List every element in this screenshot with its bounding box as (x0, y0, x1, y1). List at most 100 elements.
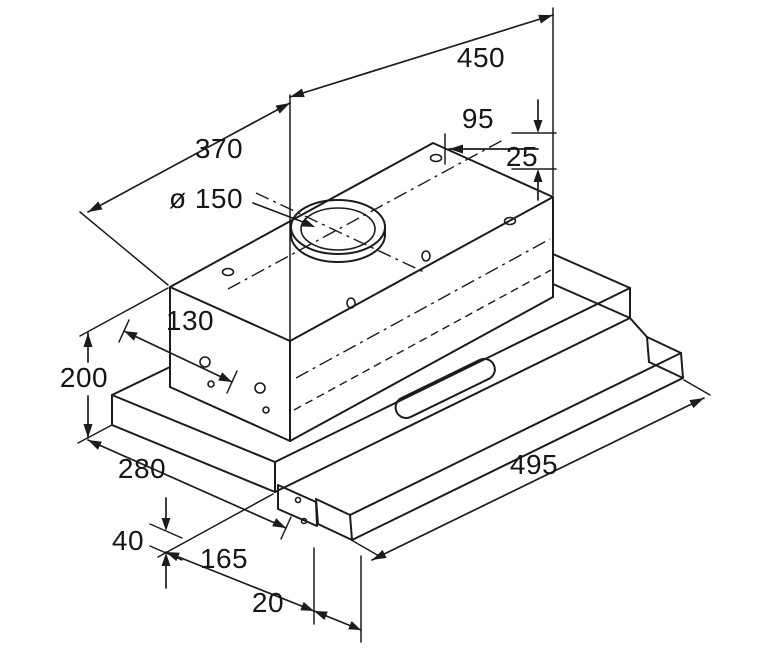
visor-top-band-edge (629, 317, 648, 338)
arrowhead (290, 88, 305, 98)
arrowhead (124, 331, 138, 341)
arrowhead (372, 549, 387, 560)
dim-40-label: 40 (112, 525, 144, 556)
visor-left-vertical-edge (349, 514, 353, 541)
screw (300, 517, 308, 525)
arrowhead (301, 218, 315, 227)
handle-recess (394, 357, 496, 420)
chassis-right-bottom-edge (289, 296, 554, 442)
visor-right-vertical-edge (680, 352, 684, 379)
arrowhead (83, 333, 93, 347)
visor-right-back-top-edge (646, 336, 682, 354)
chassis-fold-centerline (295, 238, 551, 379)
dimension-line (87, 102, 291, 213)
duct-collar (290, 199, 386, 263)
visor-front-bottom-edge (351, 377, 684, 541)
screw (294, 496, 302, 504)
dimension-line (123, 330, 233, 383)
arrowhead (538, 14, 553, 24)
base-left-bottom-edge (111, 424, 276, 493)
dim-200-label: 200 (60, 362, 108, 393)
dimensions: 450 370 95 25 (60, 7, 711, 643)
duct-centerline-cross (255, 192, 427, 274)
duct-opening (300, 207, 376, 251)
mounting-hole (429, 153, 443, 163)
chassis-hidden-edge (293, 269, 552, 411)
extension-line (79, 287, 169, 337)
dim-165-label: 165 (200, 543, 248, 574)
mounting-hole (346, 297, 356, 309)
hood-body (111, 139, 684, 541)
arrowhead (449, 144, 463, 154)
arrowhead (348, 621, 361, 630)
base-front-left-top-edge (111, 394, 276, 463)
keyhole-slot (199, 356, 211, 368)
dimension-diameter-150: ø 150 (169, 183, 315, 227)
base-back-left-edge (111, 366, 171, 396)
visor-left-back-top-edge (315, 498, 351, 516)
arrowhead (272, 518, 286, 528)
dim-95-label: 95 (462, 103, 494, 134)
dimension-20: 20 (252, 555, 362, 643)
dimension-line (165, 551, 315, 612)
dimension-40: 40 (112, 497, 183, 589)
dimension-95: 95 (444, 103, 539, 165)
pullout-visor (315, 317, 684, 541)
chassis-housing (169, 139, 554, 442)
telescopic-step (277, 484, 318, 527)
arrowhead (300, 601, 314, 611)
dimension-25: 25 (506, 99, 557, 201)
dim-450-label: 450 (457, 42, 505, 73)
mounting-hole (503, 216, 517, 226)
dimension-450: 450 (289, 7, 554, 342)
arrowhead (275, 103, 290, 114)
visor-right-back-vertical (646, 336, 650, 363)
dim-280-label: 280 (118, 453, 166, 484)
extension-line (352, 540, 380, 557)
dim-20-label: 20 (252, 587, 284, 618)
arrowhead (166, 552, 180, 562)
extension-line (77, 424, 113, 444)
arrowhead (314, 611, 328, 620)
chassis-left-bottom-edge (169, 386, 291, 442)
mounting-hole (421, 250, 431, 262)
duct-collar-base-arc (290, 234, 386, 263)
base-right-end-bottom-edge (552, 283, 631, 319)
arrowhead (689, 398, 704, 409)
dimension-line (371, 397, 705, 561)
dimension-370: 370 (79, 102, 291, 286)
arrowhead (88, 440, 102, 450)
dim-150-label: ø 150 (169, 183, 243, 214)
dim-370-label: 370 (195, 133, 243, 164)
visor-left-back-bottom-edge (317, 523, 353, 541)
dimension-495: 495 (352, 379, 711, 561)
keyhole-slot (254, 382, 266, 394)
leader-line (252, 202, 304, 223)
extension-line (157, 493, 274, 558)
dimension-165: 165 (157, 493, 315, 625)
arrowhead (88, 201, 103, 212)
extension-line (79, 211, 169, 286)
visor-left-back-vertical (315, 498, 319, 525)
arrowhead (83, 424, 93, 438)
arrowhead (533, 120, 543, 133)
base-front-top-edge (274, 287, 631, 463)
arrowhead (161, 518, 171, 531)
arrowhead (218, 372, 232, 382)
visor-right-back-bottom-edge (648, 361, 684, 379)
keyhole-slot (262, 406, 270, 414)
base-front-bottom-edge (274, 317, 631, 493)
dim-25-label: 25 (506, 141, 538, 172)
visor-front-top-edge (349, 352, 682, 516)
dimension-280: 280 (87, 439, 292, 540)
dimension-130: 130 (118, 305, 238, 394)
base-body (111, 253, 631, 493)
dimension-200: 200 (60, 287, 169, 444)
dim-495-label: 495 (510, 449, 558, 480)
dimension-line (87, 439, 287, 529)
arrowhead (533, 169, 543, 182)
step-outline (277, 484, 318, 527)
extension-line (683, 379, 711, 396)
